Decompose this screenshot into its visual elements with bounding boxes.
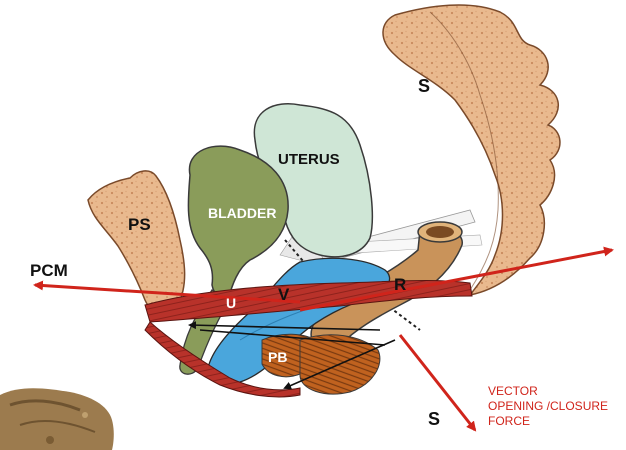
vector-label-line-1: VECTOR: [488, 384, 538, 398]
stone-fragment: [0, 388, 114, 450]
label-s-partial: S: [428, 409, 440, 429]
label-v: V: [278, 285, 290, 304]
label-ps: PS: [128, 215, 151, 234]
label-pcm: PCM: [30, 261, 68, 280]
sacrum: [383, 5, 560, 295]
label-pb: PB: [268, 349, 287, 365]
label-bladder: BLADDER: [208, 205, 276, 221]
label-u: U: [226, 295, 236, 311]
vector-label-line-2: OPENING /CLOSURE: [488, 399, 608, 413]
label-s: S: [418, 76, 430, 96]
label-uterus: UTERUS: [278, 151, 340, 168]
vector-label-line-3: FORCE: [488, 414, 530, 428]
label-r: R: [394, 275, 406, 294]
